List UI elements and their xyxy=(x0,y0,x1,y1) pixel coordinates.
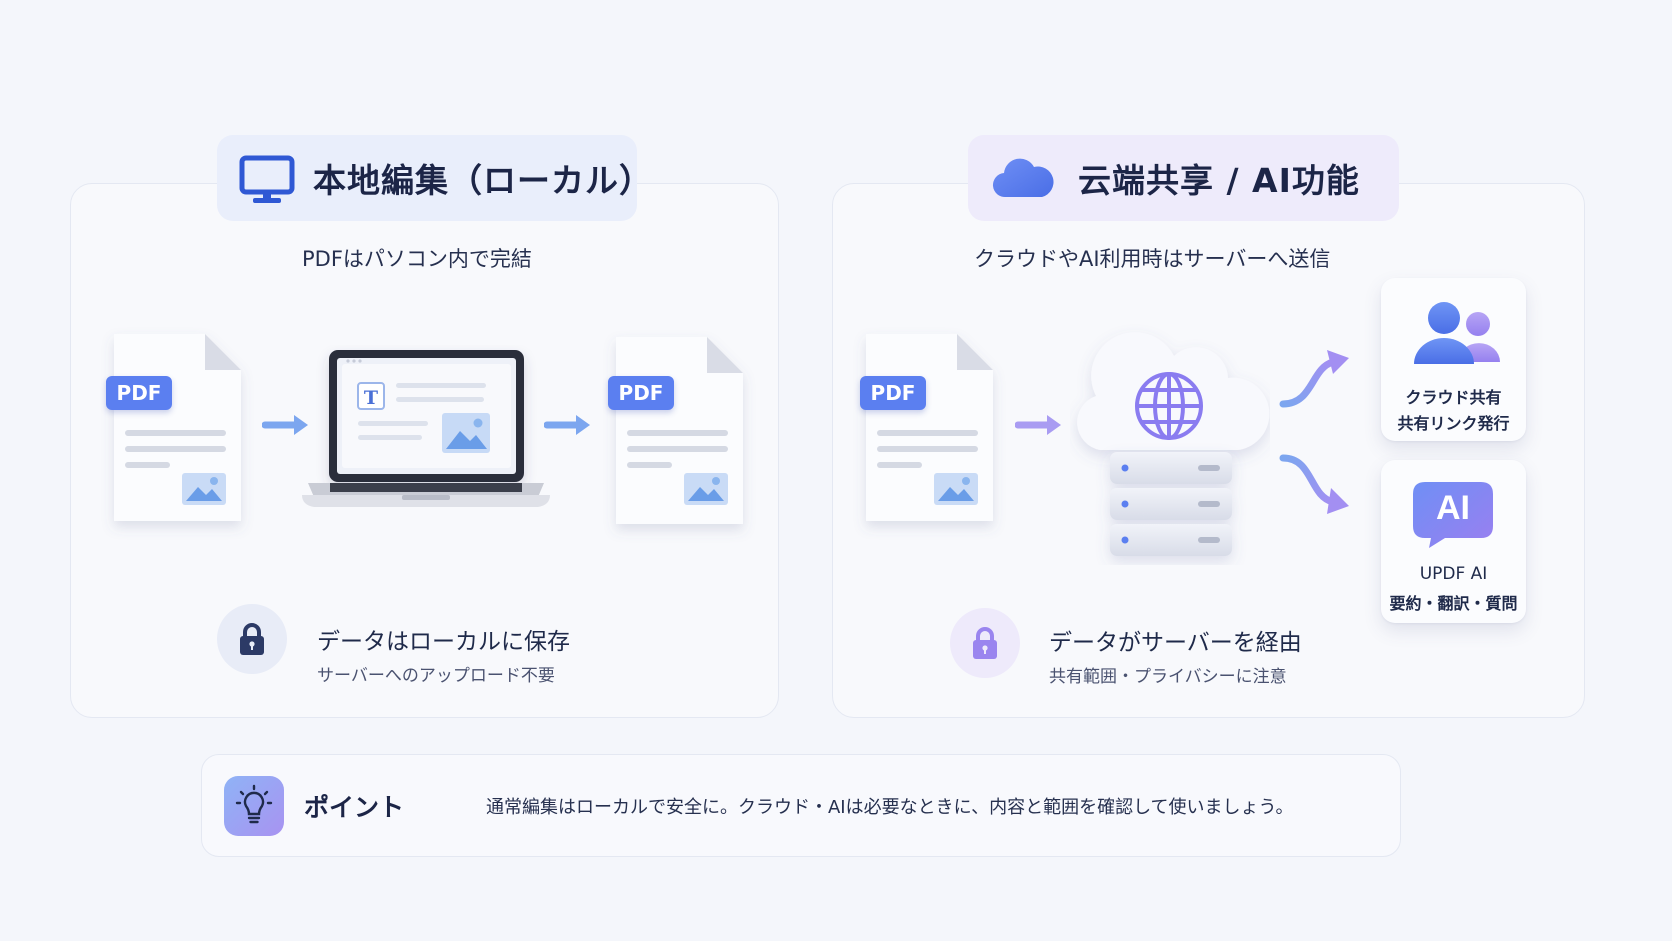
svg-text:T: T xyxy=(364,387,378,409)
globe-icon xyxy=(1135,372,1203,440)
server-transit-note: 共有範囲・プライバシーに注意 xyxy=(1049,667,1287,687)
arrow-right-icon xyxy=(1015,415,1061,435)
ai-card-title: UPDF AI xyxy=(1419,564,1488,584)
users-icon xyxy=(1414,302,1500,364)
server-transit-title: データがサーバーを経由 xyxy=(1049,630,1302,656)
pdf-label: PDF xyxy=(608,376,674,410)
cloud-share-header: 云端共享 / AI功能 xyxy=(968,135,1399,221)
point-text: 通常編集はローカルで安全に。クラウド・AIは必要なときに、内容と範囲を確認して使… xyxy=(486,797,1294,818)
lock-badge xyxy=(950,608,1020,678)
arrow-right-icon xyxy=(544,415,590,435)
cloud-share-card: クラウド共有 共有リンク発行 xyxy=(1381,278,1526,441)
ai-feature-card: AI UPDF AI 要約・翻訳・質問 xyxy=(1381,460,1526,623)
local-edit-header: 本地編集（ローカル） xyxy=(217,135,652,221)
lock-badge xyxy=(217,604,287,674)
pdf-label: PDF xyxy=(860,376,926,410)
point-callout: ポイント 通常編集はローカルで安全に。クラウド・AIは必要なときに、内容と範囲を… xyxy=(201,754,1401,857)
lock-icon xyxy=(973,627,997,659)
ai-card-subtitle: 要約・翻訳・質問 xyxy=(1389,594,1518,613)
monitor-icon xyxy=(239,155,295,209)
local-storage-note: サーバーへのアップロード不要 xyxy=(317,666,555,686)
curved-arrow-down-icon xyxy=(1279,454,1349,514)
upload-pdf-document xyxy=(866,334,993,521)
ai-chat-icon: AI xyxy=(1411,480,1495,550)
lightbulb-badge xyxy=(224,776,284,836)
local-edit-subtitle: PDFはパソコン内で完結 xyxy=(302,247,532,271)
cloud-share-card-subtitle: 共有リンク発行 xyxy=(1397,414,1510,433)
pdf-label: PDF xyxy=(106,376,172,410)
local-storage-title: データはローカルに保存 xyxy=(317,629,570,655)
lock-icon xyxy=(240,623,264,655)
laptop-editor-illustration: T xyxy=(302,350,550,507)
output-pdf-document xyxy=(616,337,743,524)
curved-arrow-up-icon xyxy=(1279,350,1349,408)
cloud-icon xyxy=(992,153,1054,205)
lightbulb-icon xyxy=(235,784,273,824)
cloud-share-title: 云端共享 / AI功能 xyxy=(1078,161,1360,200)
local-edit-title: 本地編集（ローカル） xyxy=(313,161,653,200)
cloud-server-illustration xyxy=(1077,332,1270,556)
arrow-right-icon xyxy=(262,415,308,435)
ai-badge-label: AI xyxy=(1436,489,1470,527)
cloud-share-subtitle: クラウドやAI利用時はサーバーへ送信 xyxy=(974,247,1331,271)
source-pdf-document xyxy=(114,334,241,521)
point-label: ポイント xyxy=(304,793,405,822)
cloud-share-card-title: クラウド共有 xyxy=(1405,388,1502,407)
